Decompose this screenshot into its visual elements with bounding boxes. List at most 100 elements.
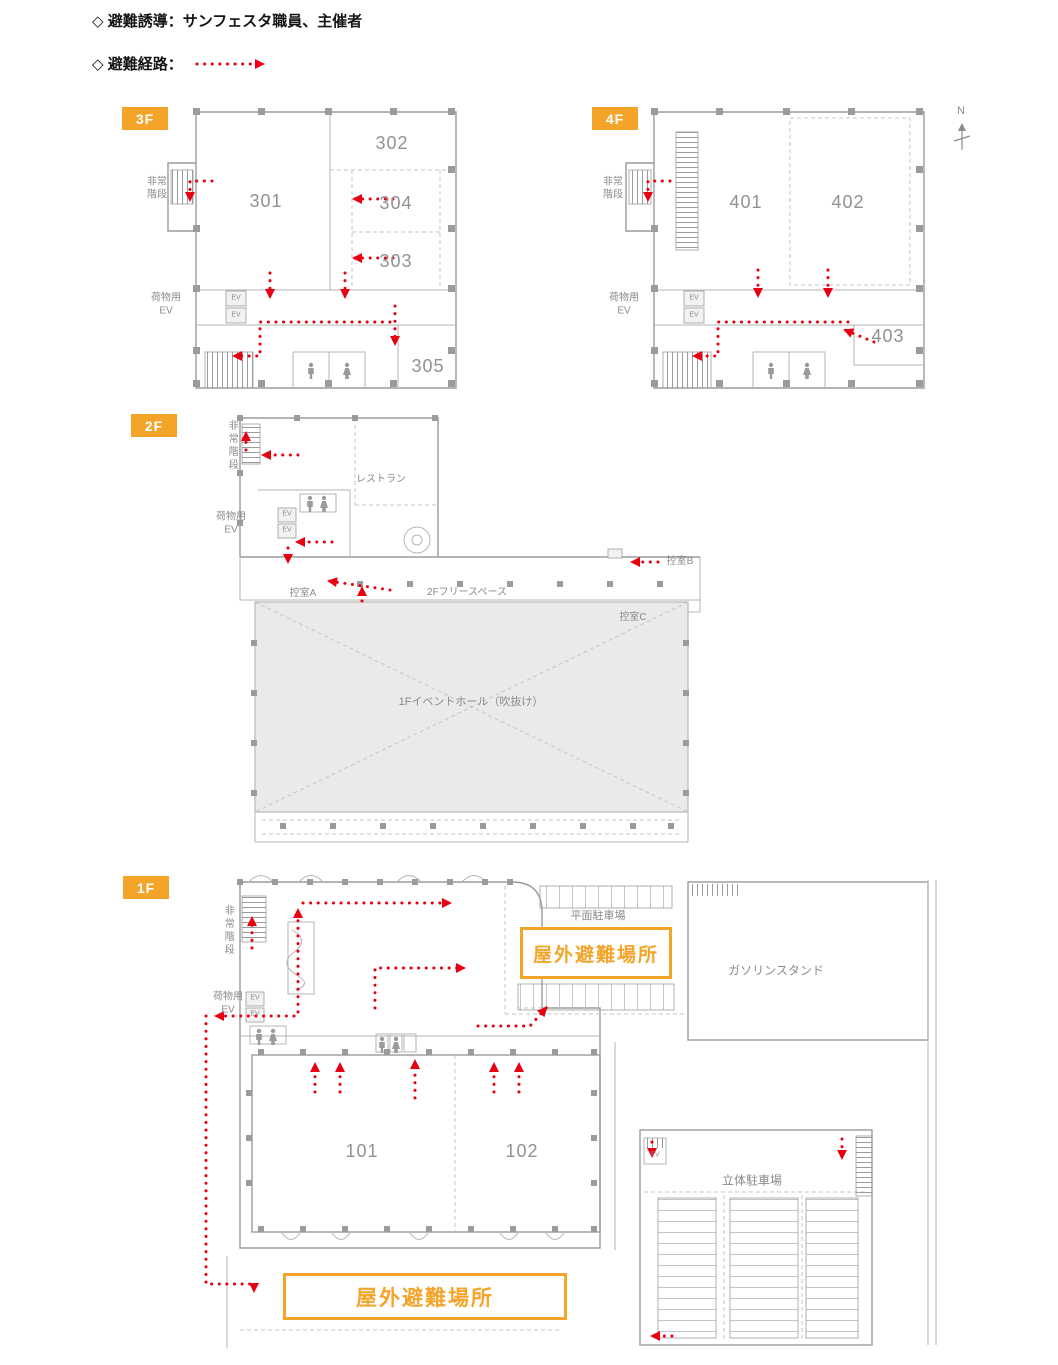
evacuation-route [692, 320, 850, 361]
floor3-plan [167, 108, 457, 389]
evacuation-route [232, 320, 392, 361]
gas-station-hatch [690, 884, 742, 896]
womens-toilet-icon [392, 1036, 400, 1053]
label-line: 荷物用 [151, 292, 181, 304]
room-label-304: 304 [379, 192, 413, 213]
multistory-parking-outline [639, 1129, 873, 1346]
multistory-parking-label: 立体駐車場 [721, 1173, 783, 1188]
legend-route-text: ◇ 避難経路： [92, 56, 183, 73]
label-line: 荷物用 [216, 511, 246, 523]
mens-toilet-icon [308, 362, 314, 379]
columns [193, 108, 455, 387]
parking-stalls [517, 983, 675, 1011]
stair-core [287, 921, 315, 995]
outdoor-shelter-text: 屋外避難場所 [356, 1286, 494, 1310]
room-label-403: 403 [871, 325, 905, 346]
ev-label: EV [250, 994, 260, 1002]
evacuation-route [373, 963, 466, 1010]
partitions [254, 418, 689, 835]
emergency-stairs-label-1f: 非常階段 [222, 905, 234, 957]
floor1-plan [204, 875, 937, 1348]
womens-toilet-icon [320, 495, 328, 512]
spiral-stair [403, 526, 431, 554]
outdoor-shelter-box-top: 屋外避難場所 [520, 927, 672, 979]
evacuation-routes-2f [241, 431, 660, 603]
event-hall-label: 1Fイベントホール（吹抜け） [398, 696, 544, 709]
walls [239, 417, 700, 558]
walls [625, 111, 925, 389]
legend-guidance: ◇ 避難誘導：サンフェスタ職員、主催者 [92, 10, 362, 31]
room-label-303: 303 [379, 250, 413, 271]
halls-outline [251, 1054, 601, 1233]
floor-badge-4f: 4F [592, 107, 638, 130]
ev-label: EV [282, 526, 292, 534]
restaurant-label: レストラン [356, 473, 406, 485]
evacuation-routes-4f [643, 179, 876, 361]
partitions [330, 169, 456, 290]
compass-north-label: N [957, 105, 965, 118]
inner-walls [196, 112, 456, 388]
room-label-305: 305 [411, 355, 445, 376]
legend-guidance-text: ◇ 避難誘導：サンフェスタ職員、主催者 [92, 13, 363, 30]
elevator-box [277, 507, 297, 523]
mens-toilet-icon [256, 1028, 262, 1045]
compass-icon [953, 123, 971, 150]
label-line: 非常 [147, 176, 167, 188]
room-label-102: 102 [505, 1140, 539, 1161]
mens-toilet-icon [379, 1036, 385, 1053]
gas-station-label: ガソリンスタンド [728, 963, 824, 978]
spiral-stair-core [411, 534, 423, 546]
parking-stalls [805, 1197, 859, 1339]
mens-toilet-icon [768, 362, 774, 379]
floor4-plan [625, 108, 925, 389]
outdoor-shelter-text: 屋外避難場所 [532, 944, 659, 966]
label-line: EV [221, 1004, 235, 1015]
label-line: 荷物用 [609, 292, 639, 304]
door-arcs [281, 1232, 565, 1240]
evacuation-route [643, 179, 672, 202]
room-label-402: 402 [831, 191, 865, 212]
parking-stalls [539, 885, 673, 909]
ev-label: EV [689, 311, 699, 319]
parking-ramp-hatch [855, 1135, 873, 1197]
stair-hatch [662, 351, 712, 389]
waiting-room-b-label: 控室B [666, 555, 694, 567]
legend-route: ◇ 避難経路： [92, 53, 279, 74]
parking-stalls [657, 1197, 717, 1339]
label-line: EV [159, 305, 173, 316]
toilet-block [299, 493, 337, 513]
mens-toilet-icon [307, 495, 313, 512]
ev-label: EV [231, 311, 241, 319]
walls [167, 111, 457, 389]
floor-badge-3f: 3F [122, 107, 168, 130]
label-line: 非常 [603, 176, 623, 188]
flat-parking-label: 平面駐車場 [570, 910, 626, 923]
label-line: EV [617, 305, 631, 316]
stair-hatch [628, 169, 652, 205]
womens-toilet-icon [803, 362, 811, 379]
stair-core-flights [286, 929, 305, 991]
ev-label: EV [250, 1010, 260, 1018]
evacuation-route [204, 1014, 259, 1293]
evacuation-routes-3f [185, 179, 400, 361]
elevator-box [245, 991, 265, 1007]
evacuation-route [843, 328, 876, 344]
ev-label: EV [231, 294, 241, 302]
stair-hatch [170, 169, 194, 205]
legend-route-arrow-icon [195, 58, 265, 69]
room-label-101: 101 [345, 1140, 379, 1161]
waiting-room-a-label: 控室A [289, 587, 317, 599]
room-label-401: 401 [729, 191, 763, 212]
floor-badge-1f: 1F [123, 876, 169, 899]
site-lines [226, 880, 937, 1348]
ev-label: EV [689, 294, 699, 302]
emergency-stairs-label-4f: 非常階段 [603, 177, 623, 202]
label-line: 階段 [603, 189, 623, 200]
ev-label: EV [650, 1151, 660, 1159]
elevator-box [277, 523, 297, 539]
